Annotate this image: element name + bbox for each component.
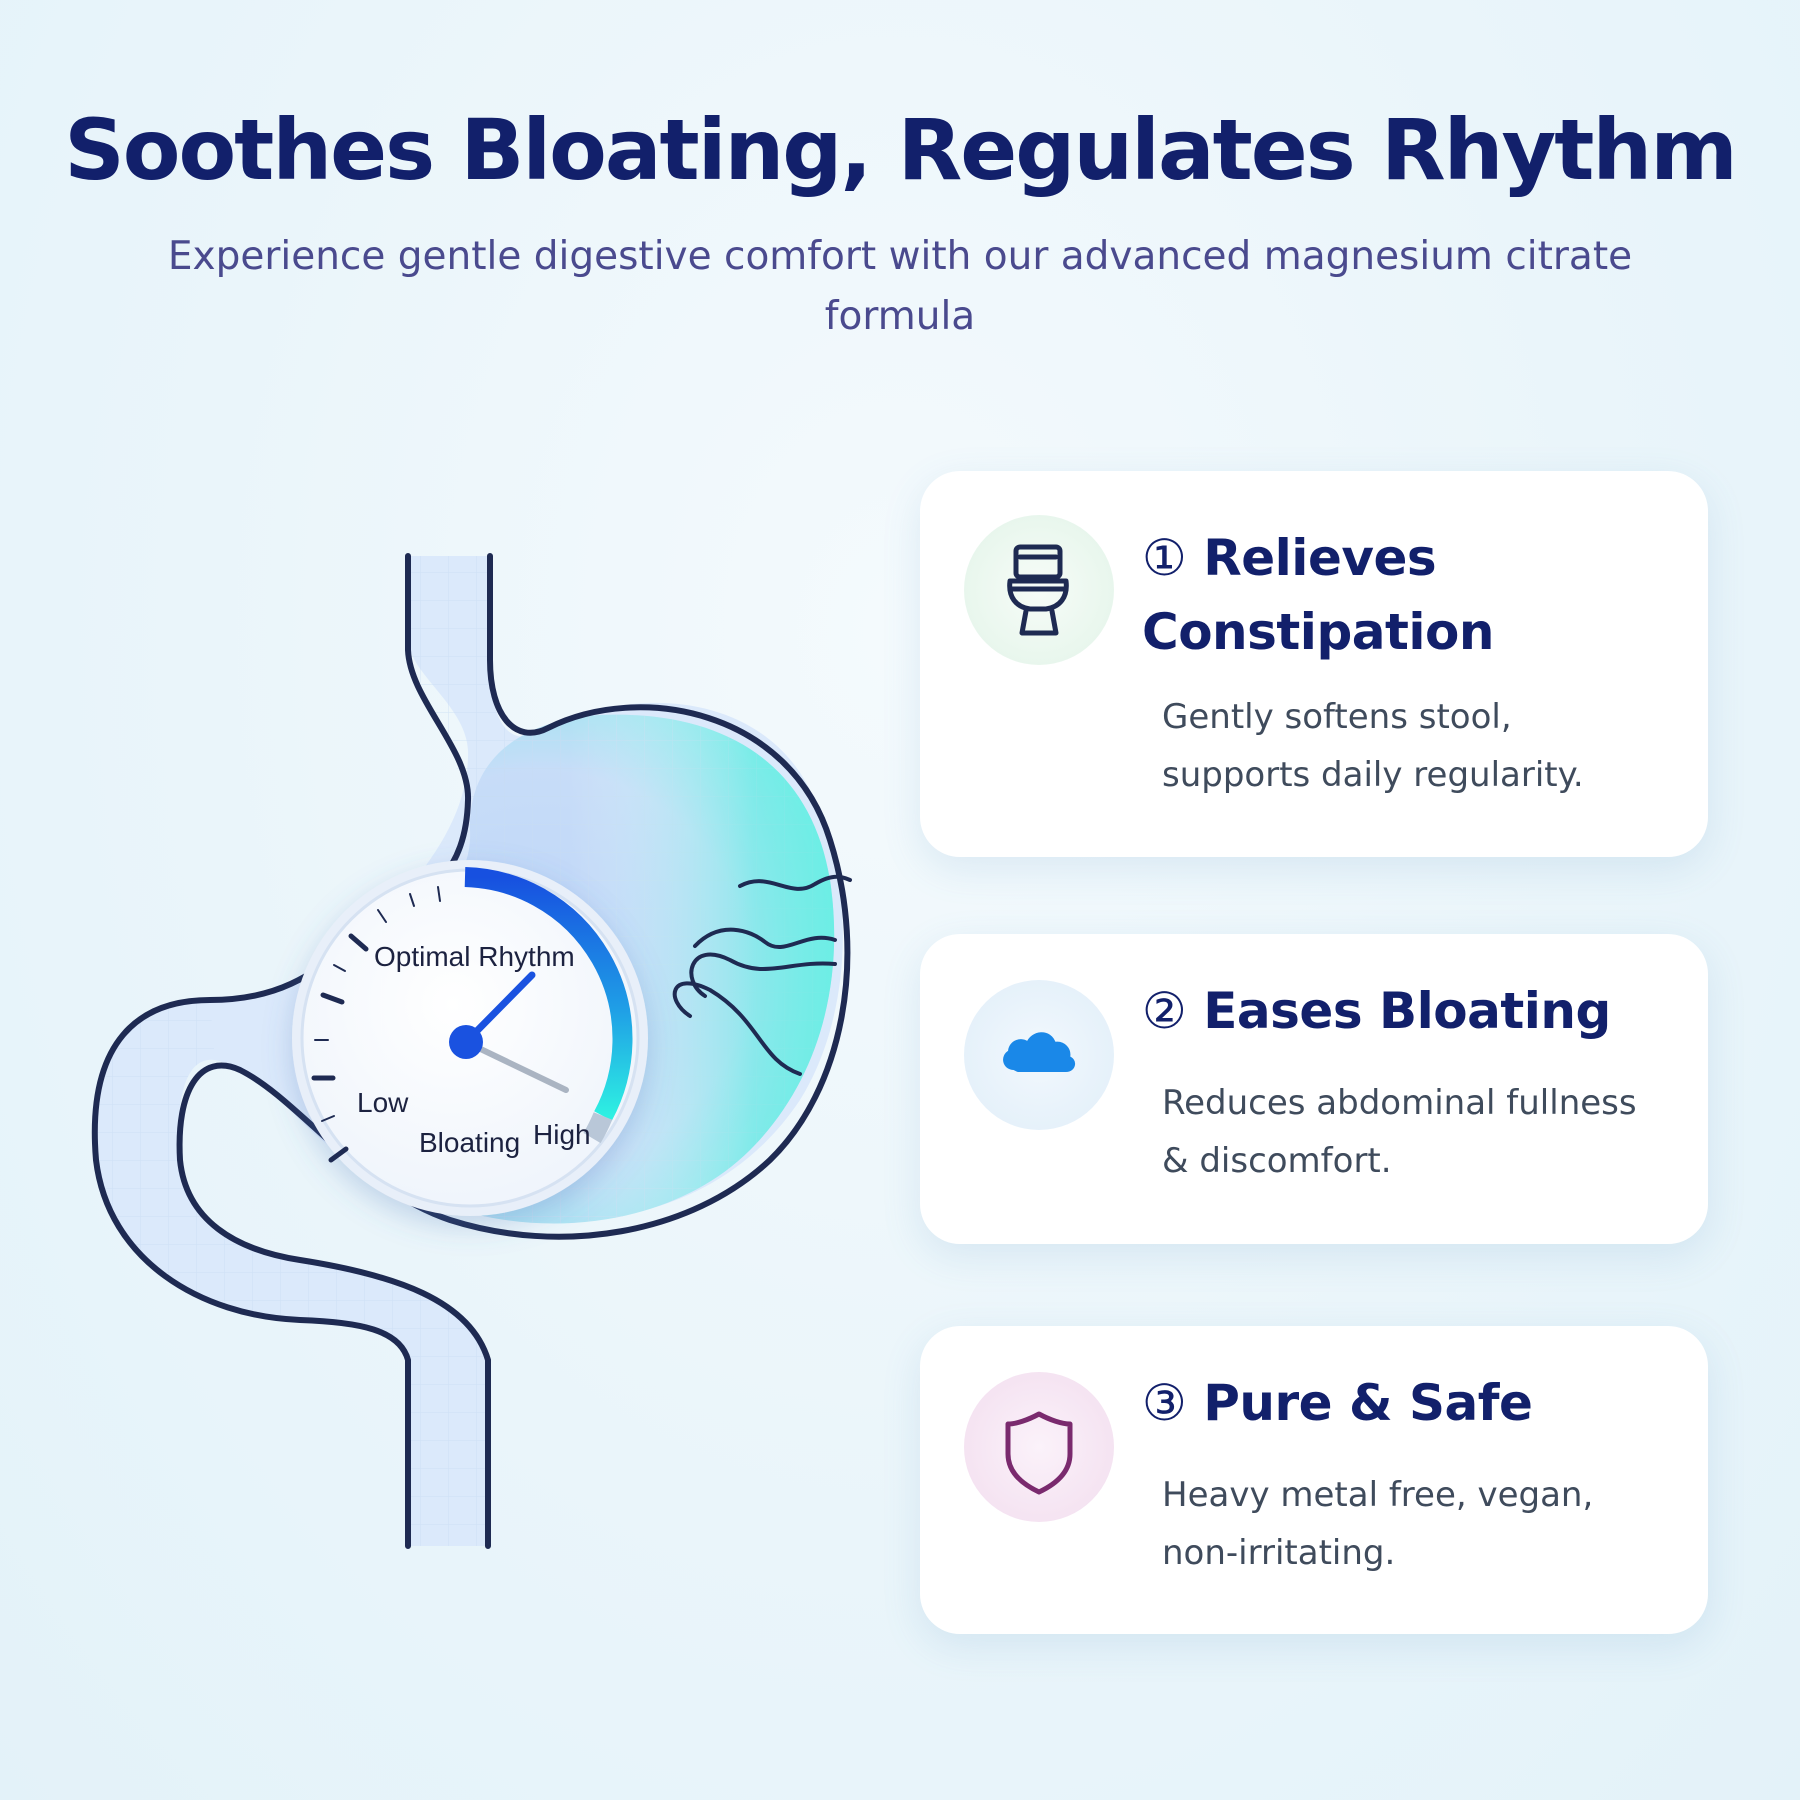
feature-description: Reduces abdominal fullness & discomfort.	[1162, 1083, 1637, 1181]
stomach-diagram: Optimal Rhythm Low Bloating High	[91, 553, 852, 1549]
bloating-waves	[672, 874, 852, 1076]
gauge-hub	[449, 1025, 483, 1059]
feature-icon-badge	[964, 1372, 1114, 1522]
feature-title: ① Relieves Constipation	[1142, 521, 1682, 669]
shield-icon	[1005, 1411, 1073, 1495]
gauge-ticks	[311, 886, 441, 1163]
feature-card-pure-safe: ③ Pure & Safe Heavy metal free, vegan, n…	[920, 1326, 1708, 1634]
feature-number: ①	[1142, 529, 1187, 587]
feature-description: Heavy metal free, vegan, non-irritating.	[1162, 1475, 1594, 1573]
cloud-icon	[1003, 1032, 1075, 1072]
feature-card-relieves-constipation: ① Relieves Constipation Gently softens s…	[920, 471, 1708, 857]
tract-outline-inner	[176, 553, 851, 1549]
gauge-high-label: High	[533, 1119, 591, 1150]
feature-card-eases-bloating: ② Eases Bloating Reduces abdominal fulln…	[920, 934, 1708, 1244]
gauge-bloating-label: Bloating	[419, 1127, 520, 1158]
tract-outline-outer	[91, 553, 472, 1549]
feature-title: ② Eases Bloating	[1142, 974, 1682, 1048]
gauge-needle-secondary	[463, 1039, 569, 1093]
gauge-arc	[464, 867, 633, 1121]
page-subtitle: Experience gentle digestive comfort with…	[167, 233, 1633, 340]
stomach-illustration: Optimal Rhythm Low Bloating High	[0, 460, 900, 1600]
feature-title-text: Eases Bloating	[1203, 982, 1611, 1040]
feature-title: ③ Pure & Safe	[1142, 1366, 1682, 1440]
feature-icon-badge	[964, 515, 1114, 665]
feature-icon-badge	[964, 980, 1114, 1130]
feature-number: ②	[1142, 982, 1187, 1040]
gauge-low-label: Low	[357, 1087, 409, 1118]
gauge-optimal-label: Optimal Rhythm	[374, 941, 575, 972]
feature-number: ③	[1142, 1374, 1187, 1432]
page-title: Soothes Bloating, Regulates Rhythm	[64, 101, 1737, 199]
feature-title-text: Pure & Safe	[1203, 1374, 1533, 1432]
feature-title-text: Relieves Constipation	[1142, 529, 1494, 661]
toilet-icon	[1007, 544, 1069, 636]
header: Soothes Bloating, Regulates Rhythm Exper…	[0, 100, 1800, 348]
feature-description: Gently softens stool, supports daily reg…	[1162, 697, 1584, 795]
